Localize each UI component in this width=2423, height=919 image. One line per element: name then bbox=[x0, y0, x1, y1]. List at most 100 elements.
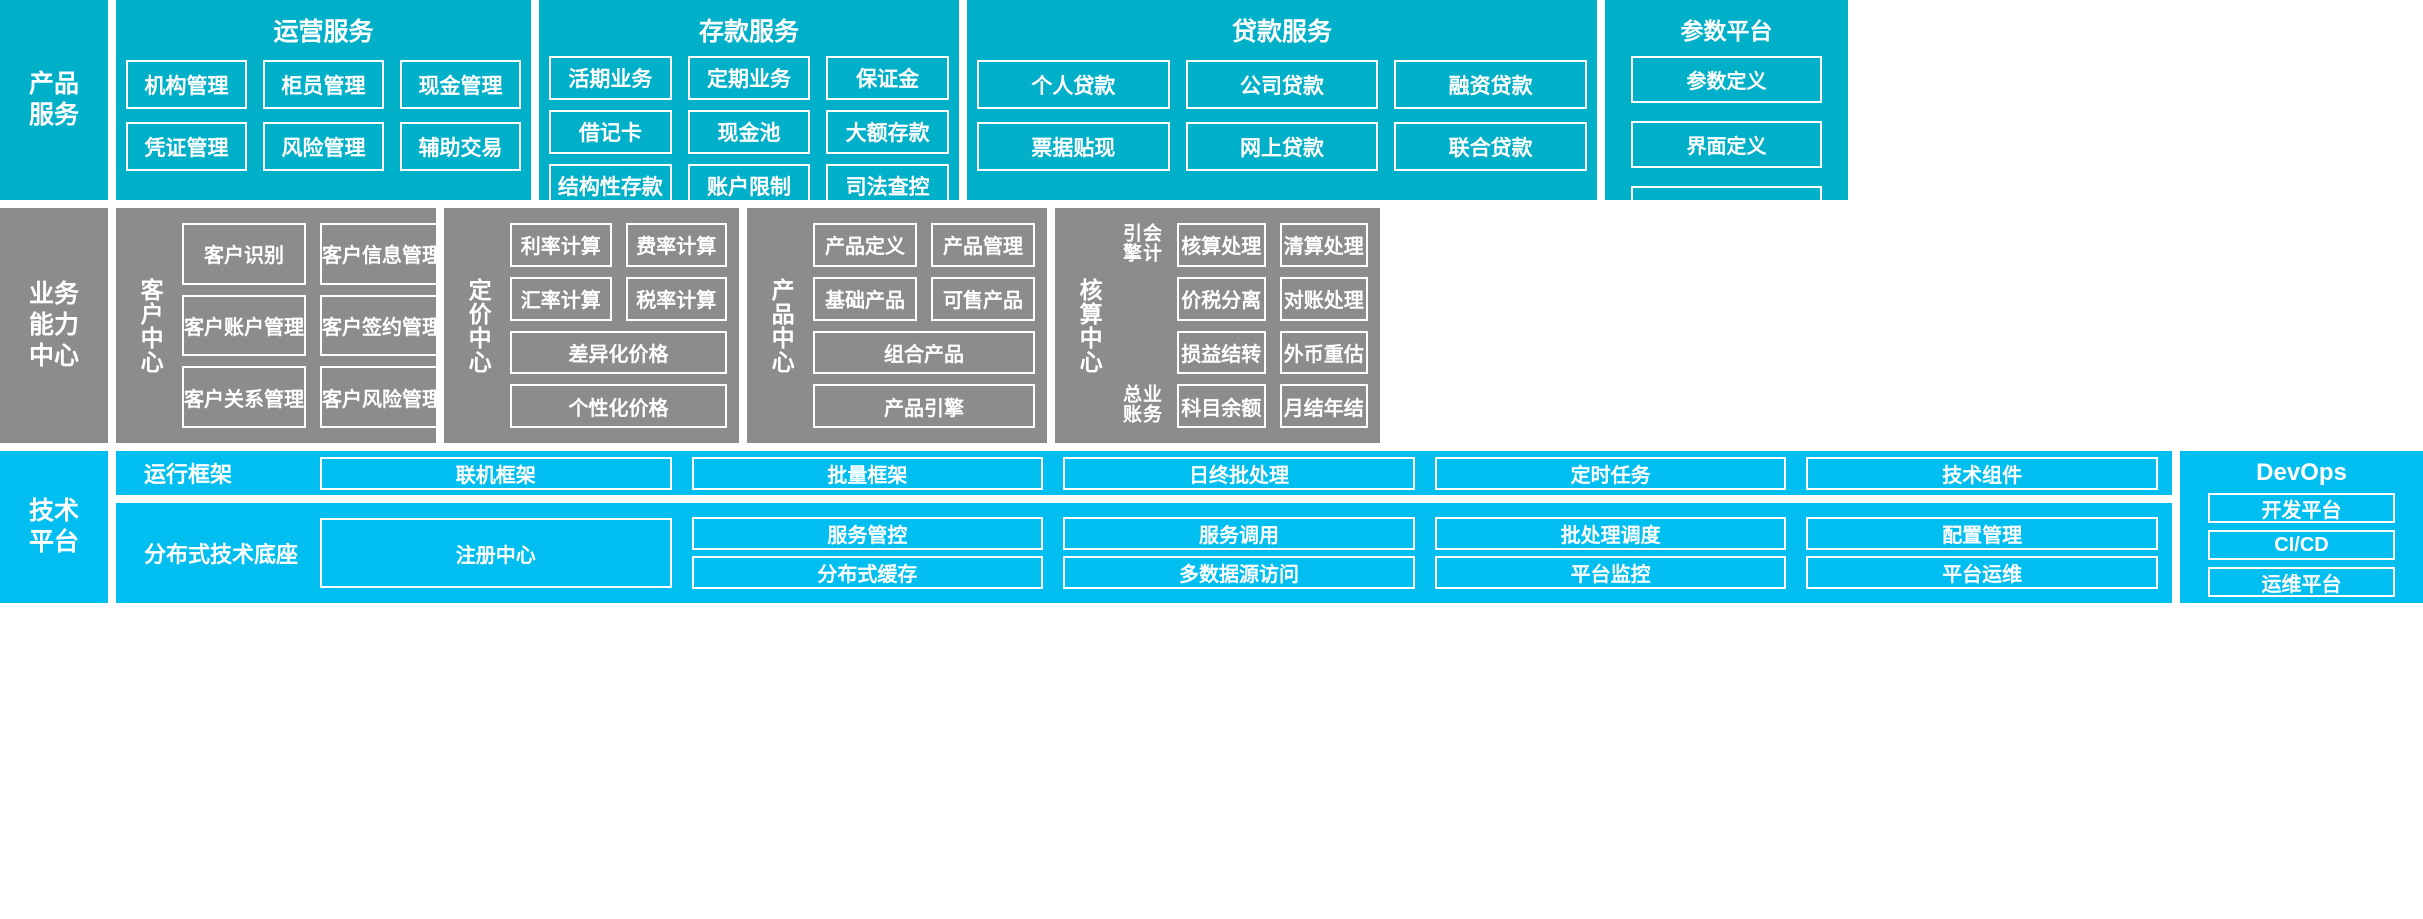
tile-platform-operations[interactable]: 平台运维 bbox=[1806, 556, 2158, 589]
tile-interface-definition[interactable]: 界面定义 bbox=[1631, 121, 1822, 168]
tile-online-framework[interactable]: 联机框架 bbox=[320, 456, 672, 490]
tile-batch-scheduling[interactable]: 批处理调度 bbox=[1434, 517, 1787, 550]
base-column-3: 批处理调度 平台监控 bbox=[1434, 517, 1787, 589]
tile-batch-framework[interactable]: 批量框架 bbox=[691, 456, 1044, 490]
tile-financing-loan[interactable]: 融资贷款 bbox=[1394, 60, 1587, 109]
tile-customer-info-management[interactable]: 客户信息管理 bbox=[320, 223, 444, 285]
tile-customer-account-management[interactable]: 客户账户管理 bbox=[182, 294, 306, 357]
tile-operations-platform[interactable]: 运维平台 bbox=[2208, 567, 2395, 597]
tile-corporate-loan[interactable]: 公司贷款 bbox=[1185, 60, 1379, 109]
tile-month-year-end-closing[interactable]: 月结年结 bbox=[1279, 384, 1368, 428]
tile-demand-business[interactable]: 活期业务 bbox=[549, 56, 672, 100]
center-label-product: 产品中心 bbox=[768, 277, 795, 374]
tile-cash-management[interactable]: 现金管理 bbox=[400, 60, 521, 109]
stripe-distributed-base: 分布式技术底座 注册中心 服务管控 分布式缓存 服务调用 多数据源访问 批处理调… bbox=[116, 503, 2172, 603]
center-accounting: 核算中心 会计引擎 业务总账 核算处理 清算处理 价税分离 对账处理 损益结转 … bbox=[1055, 208, 1380, 443]
panel-parameter-platform: 参数平台 参数定义 界面定义 变更管理 流程管理 参数发布 参数对比 bbox=[1605, 0, 1848, 428]
stripe-label-distributed-base: 分布式技术底座 bbox=[144, 542, 299, 567]
tile-price-tax-separation[interactable]: 价税分离 bbox=[1177, 276, 1266, 321]
base-column-2: 服务调用 多数据源访问 bbox=[1063, 517, 1415, 589]
tile-differentiated-pricing[interactable]: 差异化价格 bbox=[510, 330, 727, 375]
tile-scheduled-task[interactable]: 定时任务 bbox=[1434, 456, 1787, 490]
tile-ci-cd[interactable]: CI/CD bbox=[2208, 530, 2395, 560]
tile-foreign-currency-revaluation[interactable]: 外币重估 bbox=[1279, 330, 1368, 375]
tile-margin-deposit[interactable]: 保证金 bbox=[826, 56, 949, 100]
capability-label-line3: 中心 bbox=[28, 342, 79, 371]
product-services-layer: 产品 服务 运营服务 机构管理 柜员管理 现金管理 凭证管理 风险管理 辅助交易… bbox=[0, 0, 2423, 428]
distributed-base-tiles: 注册中心 服务管控 分布式缓存 服务调用 多数据源访问 批处理调度 平台监控 bbox=[320, 517, 2158, 589]
tile-risk-management[interactable]: 风险管理 bbox=[263, 122, 384, 171]
tile-parameter-publish[interactable]: 参数发布 bbox=[1631, 316, 1822, 363]
tile-voucher-management[interactable]: 凭证管理 bbox=[126, 122, 247, 171]
tile-customer-risk-management[interactable]: 客户风险管理 bbox=[320, 366, 444, 428]
tile-account-balance[interactable]: 科目余额 bbox=[1177, 384, 1266, 428]
tile-registry-center[interactable]: 注册中心 bbox=[320, 518, 672, 588]
tile-customer-relationship-management[interactable]: 客户关系管理 bbox=[182, 366, 306, 428]
tile-customer-contract-management[interactable]: 客户签约管理 bbox=[320, 294, 444, 357]
tile-customer-identification[interactable]: 客户识别 bbox=[182, 223, 306, 285]
tile-technical-component[interactable]: 技术组件 bbox=[1806, 456, 2158, 490]
runtime-framework-tiles: 联机框架 批量框架 日终批处理 定时任务 技术组件 bbox=[320, 456, 2158, 490]
stripe-runtime-framework: 运行框架 联机框架 批量框架 日终批处理 定时任务 技术组件 bbox=[116, 451, 2172, 495]
tile-settlement-processing[interactable]: 清算处理 bbox=[1279, 223, 1368, 267]
tile-interest-rate-calculation[interactable]: 利率计算 bbox=[510, 223, 612, 267]
tile-personal-loan[interactable]: 个人贷款 bbox=[977, 60, 1170, 109]
tile-institution-management[interactable]: 机构管理 bbox=[126, 60, 247, 109]
tile-fee-rate-calculation[interactable]: 费率计算 bbox=[625, 223, 727, 267]
tile-service-governance[interactable]: 服务管控 bbox=[691, 517, 1044, 550]
tile-tax-rate-calculation[interactable]: 税率计算 bbox=[625, 276, 727, 321]
tile-online-loan[interactable]: 网上贷款 bbox=[1185, 122, 1379, 171]
tile-account-restriction[interactable]: 账户限制 bbox=[687, 164, 811, 208]
tile-change-management[interactable]: 变更管理 bbox=[1631, 186, 1822, 233]
tile-bill-discount[interactable]: 票据贴现 bbox=[977, 122, 1170, 171]
tile-syndicated-loan[interactable]: 联合贷款 bbox=[1394, 122, 1587, 171]
tile-large-deposit[interactable]: 大额存款 bbox=[826, 110, 949, 154]
tile-accounting-processing[interactable]: 核算处理 bbox=[1177, 223, 1266, 267]
tile-time-business[interactable]: 定期业务 bbox=[687, 56, 811, 100]
product-center-tiles: 产品定义 产品管理 基础产品 可售产品 组合产品 产品引擎 bbox=[813, 223, 1035, 428]
tile-configuration-management[interactable]: 配置管理 bbox=[1806, 517, 2158, 550]
center-label-accounting: 核算中心 bbox=[1076, 277, 1103, 374]
accounting-center-tiles: 核算处理 清算处理 价税分离 对账处理 损益结转 外币重估 科目余额 月结年结 bbox=[1177, 223, 1368, 428]
tile-profit-loss-carryforward[interactable]: 损益结转 bbox=[1177, 330, 1266, 375]
tile-exchange-rate-calculation[interactable]: 汇率计算 bbox=[510, 276, 612, 321]
tile-base-product[interactable]: 基础产品 bbox=[813, 276, 917, 321]
tile-development-platform[interactable]: 开发平台 bbox=[2208, 493, 2395, 523]
customer-center-tiles: 客户识别 客户信息管理 客户账户管理 客户签约管理 客户关系管理 客户风险管理 bbox=[182, 223, 444, 428]
tile-cash-pool[interactable]: 现金池 bbox=[687, 110, 811, 154]
tile-debit-card[interactable]: 借记卡 bbox=[549, 110, 672, 154]
panel-title-loan-services: 贷款服务 bbox=[1231, 18, 1332, 46]
layer-label-line1: 产品 bbox=[28, 69, 79, 98]
tile-multi-datasource-access[interactable]: 多数据源访问 bbox=[1063, 556, 1415, 589]
sub-label-business-ledger: 业务总账 bbox=[1120, 384, 1161, 424]
base-column-4: 配置管理 平台运维 bbox=[1806, 517, 2158, 589]
tile-process-management[interactable]: 流程管理 bbox=[1631, 251, 1822, 298]
layer-label-technical-platform: 技术 平台 bbox=[0, 451, 108, 603]
tile-platform-monitoring[interactable]: 平台监控 bbox=[1434, 556, 1787, 589]
layer-label-line2: 服务 bbox=[28, 101, 79, 129]
tile-bundled-product[interactable]: 组合产品 bbox=[813, 330, 1035, 375]
center-label-pricing: 定价中心 bbox=[465, 277, 492, 374]
tile-product-management[interactable]: 产品管理 bbox=[931, 223, 1035, 267]
tile-judicial-freeze[interactable]: 司法查控 bbox=[826, 164, 949, 208]
tile-structured-deposit[interactable]: 结构性存款 bbox=[549, 164, 672, 208]
center-label-customer: 客户中心 bbox=[137, 277, 164, 374]
tile-parameter-definition[interactable]: 参数定义 bbox=[1631, 56, 1822, 103]
operation-services-tiles: 机构管理 柜员管理 现金管理 凭证管理 风险管理 辅助交易 bbox=[126, 60, 521, 171]
center-customer: 客户中心 客户识别 客户信息管理 客户账户管理 客户签约管理 客户关系管理 客户… bbox=[116, 208, 444, 443]
tile-sellable-product[interactable]: 可售产品 bbox=[931, 276, 1035, 321]
tile-end-of-day-batch[interactable]: 日终批处理 bbox=[1063, 456, 1415, 490]
center-pricing: 定价中心 利率计算 费率计算 汇率计算 税率计算 差异化价格 个性化价格 bbox=[444, 208, 739, 443]
tech-label-line2: 平台 bbox=[28, 528, 79, 556]
tile-distributed-cache[interactable]: 分布式缓存 bbox=[691, 556, 1044, 589]
stripe-label-runtime-framework: 运行框架 bbox=[144, 462, 233, 487]
tile-personalized-pricing[interactable]: 个性化价格 bbox=[510, 384, 727, 428]
tile-product-engine[interactable]: 产品引擎 bbox=[813, 384, 1035, 428]
tile-service-invocation[interactable]: 服务调用 bbox=[1063, 517, 1415, 550]
tile-parameter-compare[interactable]: 参数对比 bbox=[1631, 381, 1822, 428]
tile-product-definition[interactable]: 产品定义 bbox=[813, 223, 917, 267]
tile-teller-management[interactable]: 柜员管理 bbox=[263, 60, 384, 109]
tile-auxiliary-transaction[interactable]: 辅助交易 bbox=[400, 122, 521, 171]
tile-reconciliation-processing[interactable]: 对账处理 bbox=[1279, 276, 1368, 321]
